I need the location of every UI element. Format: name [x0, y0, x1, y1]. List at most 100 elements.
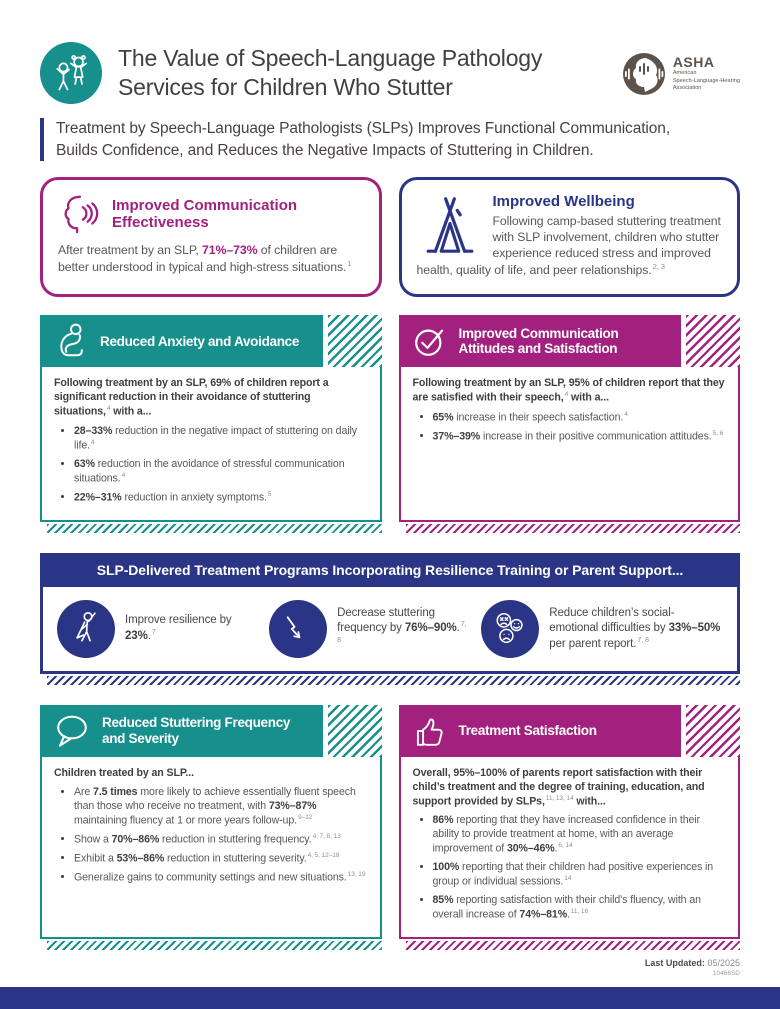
asha-org-line: American: [672, 70, 697, 77]
banner-item-social-emotional: Reduce children’s social-emotional diffi…: [477, 599, 727, 658]
subtitle-accent-bar: [40, 118, 44, 162]
stripe-decoration: [47, 523, 382, 533]
subtitle-text: Treatment by Speech-Language Pathologist…: [56, 120, 671, 159]
card-body: Overall, 95%–100% of parents report sati…: [398, 756, 740, 940]
card-title-line: Improved Communication: [112, 197, 298, 215]
last-updated-date: 05/2025: [707, 958, 740, 968]
banner-item-frequency: Decrease stuttering frequency by 76%–90%…: [265, 599, 471, 658]
stripe-decoration: [686, 704, 740, 757]
children-playing-glyph: [56, 55, 87, 91]
children-playing-icon: [40, 42, 102, 104]
header-title-group: The Value of Speech-Language Pathology S…: [40, 42, 568, 104]
bullet-item: 37%–39% increase in their positive commu…: [433, 430, 727, 445]
banner-item-text: Reduce children’s social-emotional diffi…: [549, 606, 721, 650]
top-cards-row: Improved Communication Effectiveness Aft…: [40, 177, 740, 298]
card-title-line: Reduced Stuttering Frequency: [102, 715, 291, 731]
card-title: Reduced Stuttering Frequency and Severit…: [102, 715, 290, 746]
bullet-item: 100% reporting that their children had p…: [433, 861, 727, 889]
tent-icon: [426, 197, 473, 254]
stripe-decoration: [327, 704, 382, 757]
card-body-text: Following camp-based stuttering treatmen…: [416, 213, 721, 277]
bullet-item: 63% reduction in the avoidance of stress…: [74, 458, 368, 486]
asha-logo-text: ASHA American Speech-Language-Hearing As…: [672, 53, 740, 93]
card-title-line: Reduced Anxiety and Avoidance: [100, 333, 300, 349]
stripe-decoration: [686, 315, 740, 368]
card-title-line: Effectiveness: [112, 214, 209, 232]
card-title: Treatment Satisfaction: [458, 722, 598, 739]
banner-slp-programs: SLP-Delivered Treatment Programs Incorpo…: [40, 552, 740, 685]
card-improved-attitudes-satisfaction: Improved Communication Attitudes and Sat…: [398, 315, 740, 533]
stripe-decoration: [327, 315, 382, 368]
card-header-band: Treatment Satisfaction: [398, 704, 740, 757]
thumbs-up-icon: [416, 718, 443, 746]
card-title: Reduced Anxiety and Avoidance: [100, 334, 299, 350]
banner-item-text: Decrease stuttering frequency by 76%–90%…: [337, 606, 467, 645]
check-circle-icon: [414, 329, 443, 357]
bullet-item: 86% reporting that they have increased c…: [433, 814, 727, 856]
card-head: Improved Communication Effectiveness: [58, 193, 364, 235]
speech-bubble-icon: [57, 715, 87, 747]
bullet-item: 65% increase in their speech satisfactio…: [433, 411, 727, 426]
banner-body: Improve resilience by 23%.7 Decrease stu…: [40, 586, 740, 674]
bullet-item: Show a 70%–86% reduction in stuttering f…: [74, 833, 368, 848]
bullet-list: 28–33% reduction in the negative impact …: [61, 425, 368, 505]
page-title: The Value of Speech-Language Pathology S…: [118, 44, 543, 100]
document-code: 10466SD: [712, 970, 740, 977]
bullet-item: 85% reporting satisfaction with their ch…: [433, 894, 727, 922]
card-intro-text: Overall, 95%–100% of parents report sati…: [412, 766, 705, 808]
card-improved-communication-effectiveness: Improved Communication Effectiveness Aft…: [40, 177, 382, 298]
asha-logo: ASHA American Speech-Language-Hearing As…: [622, 52, 740, 96]
card-reduced-stuttering-frequency-severity: Reduced Stuttering Frequency and Severit…: [40, 704, 382, 951]
stripe-decoration: [47, 941, 382, 951]
stripe-decoration: [405, 523, 740, 533]
card-intro-text: Following treatment by an SLP, 95% of ch…: [412, 377, 725, 404]
card-improved-wellbeing: Improved Wellbeing Following camp-based …: [398, 177, 740, 298]
card-body-text: After treatment by an SLP, 71%–73% of ch…: [58, 243, 352, 274]
stripe-decoration: [47, 675, 740, 685]
last-updated: Last Updated: 05/2025: [645, 958, 740, 968]
banner-title: SLP-Delivered Treatment Programs Incorpo…: [40, 552, 740, 587]
card-header-band: Reduced Stuttering Frequency and Severit…: [40, 704, 382, 757]
banner-item-text: Improve resilience by 23%.7: [125, 614, 232, 643]
card-intro-text: Following treatment by an SLP, 69% of ch…: [54, 377, 329, 418]
card-body: Children treated by an SLP... Are 7.5 ti…: [40, 756, 382, 940]
footer: Last Updated: 05/2025 10466SD: [645, 958, 740, 977]
bullet-item: Generalize gains to community settings a…: [74, 871, 368, 886]
card-title-line: Improved Communication: [458, 325, 619, 341]
card-title: Improved Communication Effectiveness: [112, 197, 297, 232]
asha-org-line: Speech-Language-Hearing: [672, 77, 740, 84]
card-treatment-satisfaction: Treatment Satisfaction Overall, 95%–100%…: [398, 704, 740, 951]
card-body: Following treatment by an SLP, 95% of ch…: [398, 367, 740, 522]
bullet-list: 65% increase in their speech satisfactio…: [420, 411, 727, 445]
card-intro-text: Children treated by an SLP...: [54, 766, 194, 779]
asha-acronym: ASHA: [672, 53, 715, 70]
card-body: Following treatment by an SLP, 69% of ch…: [40, 367, 382, 522]
card-title-line: Treatment Satisfaction: [458, 722, 598, 738]
bottom-cards-row: Reduced Stuttering Frequency and Severit…: [40, 704, 740, 951]
card-header-band: Reduced Anxiety and Avoidance: [40, 315, 382, 368]
last-updated-label: Last Updated:: [644, 958, 705, 968]
stripe-decoration: [405, 941, 740, 951]
subtitle-block: Treatment by Speech-Language Pathologist…: [40, 118, 740, 162]
speaking-face-icon: [64, 196, 99, 234]
card-title: Improved Wellbeing: [492, 193, 635, 211]
header: The Value of Speech-Language Pathology S…: [40, 42, 740, 104]
emotion-faces-icon: [481, 599, 540, 658]
banner-item-resilience: Improve resilience by 23%.7: [53, 599, 259, 658]
card-title: Improved Communication Attitudes and Sat…: [459, 326, 619, 357]
asha-org-line: Association: [672, 85, 702, 92]
card-title-line: Attitudes and Satisfaction: [458, 341, 618, 357]
card-title-line: and Severity: [102, 730, 179, 746]
bullet-list: 86% reporting that they have increased c…: [420, 814, 727, 922]
downward-trend-arrow-icon: [269, 599, 328, 658]
bullet-list: Are 7.5 times more likely to achieve ess…: [61, 786, 368, 885]
bullet-item: Exhibit a 53%–86% reduction in stutterin…: [74, 852, 368, 867]
bullet-item: 22%–31% reduction in anxiety symptoms.5: [74, 491, 368, 506]
card-header-band: Improved Communication Attitudes and Sat…: [398, 315, 740, 368]
bullet-item: 28–33% reduction in the negative impact …: [74, 425, 368, 453]
superhero-child-icon: [57, 599, 115, 658]
mid-cards-row: Reduced Anxiety and Avoidance Following …: [40, 315, 740, 533]
card-reduced-anxiety-avoidance: Reduced Anxiety and Avoidance Following …: [40, 315, 382, 533]
person-hugging-knees-icon: [60, 323, 83, 357]
